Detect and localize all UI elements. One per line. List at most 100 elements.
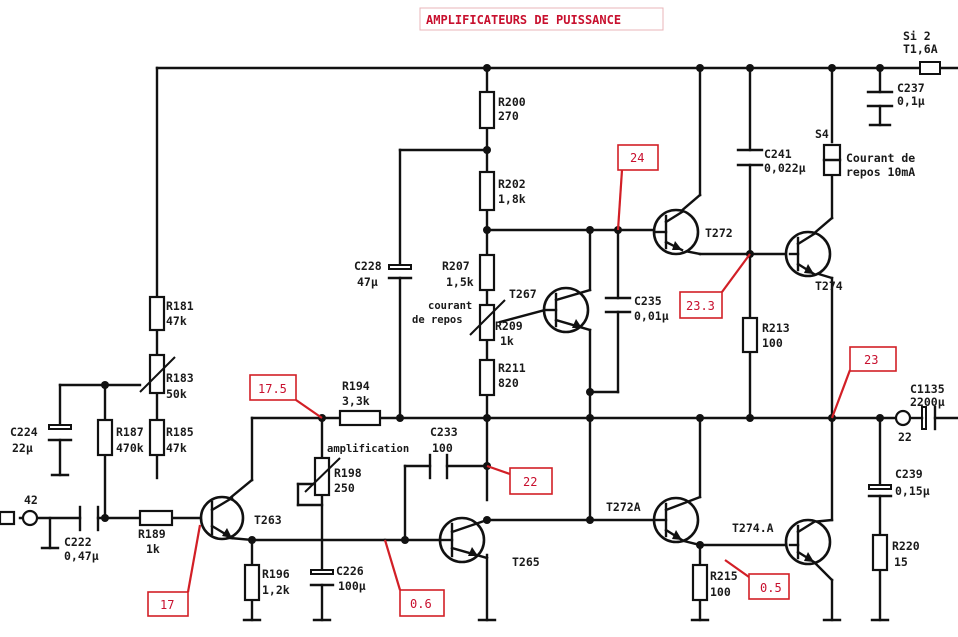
label-r183: R183 — [166, 371, 194, 385]
label-r211-value: 820 — [498, 376, 519, 390]
label-t272a: T272A — [606, 500, 641, 514]
resistor-r207 — [478, 253, 496, 292]
voltage-callouts: 24 23.3 23 17.5 22 17 0.6 0.5 — [147, 144, 897, 617]
resistor-r211 — [478, 358, 496, 397]
label-c226: C226 — [336, 564, 364, 578]
voltage-0-5: 0.5 — [760, 581, 782, 595]
label-t265: T265 — [512, 555, 540, 569]
voltage-box-23-3 — [679, 291, 723, 319]
label-r189: R189 — [138, 527, 166, 541]
transistor-t272a — [652, 495, 702, 544]
label-c226-value: 100μ — [338, 579, 366, 593]
label-t263: T263 — [254, 513, 282, 527]
label-s4: S4 — [815, 127, 829, 141]
label-amplification: amplification — [327, 443, 409, 455]
label-t274a: T274.A — [732, 521, 774, 535]
label-r200: R200 — [498, 95, 526, 109]
label-c224: C224 — [10, 425, 38, 439]
label-c241-value: 0,022μ — [764, 161, 806, 175]
capacitors — [40, 90, 958, 587]
label-s4-desc1: Courant de — [846, 151, 915, 165]
label-r207: R207 — [442, 259, 470, 273]
component-labels: Si 2 T1,6A C237 0,1μ S4 Courant de repos… — [10, 29, 945, 599]
label-si2: Si 2 — [903, 29, 931, 43]
resistors — [96, 90, 889, 602]
resistor-r189 — [138, 509, 174, 527]
fuse-si2 — [919, 61, 941, 75]
label-r220-value: 15 — [894, 555, 908, 569]
label-c235-value: 0,01μ — [634, 309, 669, 323]
label-r196-value: 1,2k — [262, 583, 290, 597]
label-si2-value: T1,6A — [903, 42, 938, 56]
voltage-17: 17 — [160, 598, 174, 612]
input-connector — [0, 510, 16, 526]
label-courant-1: courant — [428, 300, 472, 312]
voltage-24: 24 — [630, 151, 644, 165]
label-r209-value: 1k — [500, 334, 514, 348]
label-r181-value: 47k — [166, 314, 187, 328]
voltage-17-5: 17.5 — [258, 382, 287, 396]
resistor-r213 — [741, 316, 759, 354]
resistor-r215 — [691, 563, 709, 602]
label-out-22: 22 — [898, 430, 912, 444]
resistor-r196 — [243, 563, 261, 602]
label-r211: R211 — [498, 361, 526, 375]
label-c222-value: 0,47μ — [64, 549, 99, 563]
label-r209: R209 — [495, 319, 523, 333]
label-r213: R213 — [762, 321, 790, 335]
label-r213-value: 100 — [762, 336, 783, 350]
voltage-box-22 — [509, 467, 553, 495]
voltage-box-24 — [617, 144, 659, 171]
label-r215-value: 100 — [710, 585, 731, 599]
label-r185-value: 47k — [166, 441, 187, 455]
label-in-42: 42 — [24, 493, 38, 507]
terminal-22 — [894, 409, 912, 427]
voltage-box-17 — [147, 591, 189, 617]
resistor-r202 — [478, 170, 496, 212]
resistor-r187 — [96, 418, 114, 457]
switch-s4 — [822, 143, 842, 177]
label-c235: C235 — [634, 294, 662, 308]
label-r183-value: 50k — [166, 387, 187, 401]
label-c222: C222 — [64, 535, 92, 549]
transistor-t274 — [784, 230, 832, 278]
label-t274: T274 — [815, 279, 843, 293]
label-r215: R215 — [710, 569, 738, 583]
label-r194: R194 — [342, 379, 370, 393]
voltage-box-23 — [849, 346, 897, 372]
label-r181: R181 — [166, 299, 194, 313]
label-r198: R198 — [334, 466, 362, 480]
voltage-box-0-6 — [399, 589, 445, 617]
label-c241: C241 — [764, 147, 792, 161]
label-t267: T267 — [509, 287, 537, 301]
label-t272: T272 — [705, 226, 733, 240]
label-r187-value: 470k — [116, 441, 144, 455]
label-r194-value: 3,3k — [342, 394, 370, 408]
r209-trim-arrow — [469, 299, 506, 336]
resistor-r194 — [338, 409, 382, 427]
label-r196: R196 — [262, 567, 290, 581]
label-c1135: C1135 — [910, 382, 945, 396]
label-c233: C233 — [430, 425, 458, 439]
label-s4-desc2: repos 10mA — [846, 165, 915, 179]
label-courant-2: de repos — [412, 314, 463, 326]
voltage-23-3: 23.3 — [686, 299, 715, 313]
label-c224-value: 22μ — [12, 441, 33, 455]
diagram-title: AMPLIFICATEURS DE PUISSANCE — [426, 13, 621, 27]
title-frame — [419, 7, 664, 31]
label-c239: C239 — [895, 467, 923, 481]
transistor-t265 — [438, 516, 489, 564]
voltage-box-17-5 — [249, 374, 297, 401]
label-r202: R202 — [498, 177, 526, 191]
resistor-r220 — [871, 533, 889, 572]
label-r220: R220 — [892, 539, 920, 553]
resistor-r185 — [148, 418, 166, 457]
label-r185: R185 — [166, 425, 194, 439]
voltage-23: 23 — [864, 353, 878, 367]
voltage-22: 22 — [523, 475, 537, 489]
resistor-r200 — [478, 90, 496, 130]
transistor-t267 — [542, 286, 592, 334]
transistor-t274a — [784, 518, 832, 566]
r198-trim-arrow — [304, 457, 341, 493]
